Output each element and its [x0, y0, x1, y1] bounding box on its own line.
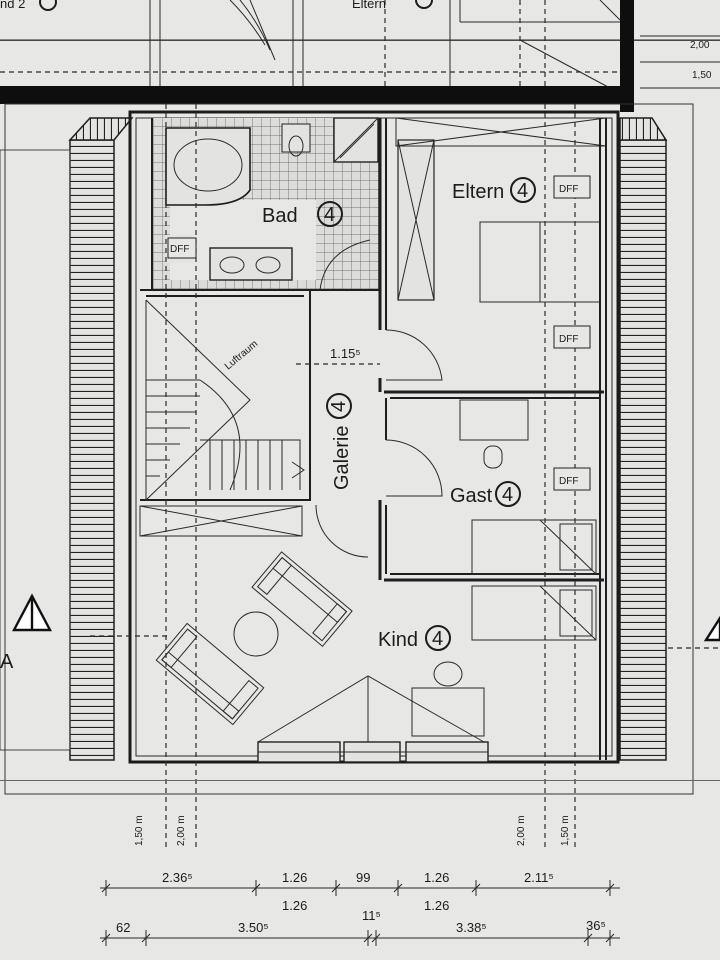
main-floor [0, 103, 720, 850]
room-number-child: 4 [432, 628, 443, 650]
roof-hatch-right [619, 139, 667, 761]
dim-row1-c: 99 [356, 870, 370, 885]
height-left-1: 1,50 m [134, 815, 145, 846]
top-left-fragment-2: Eltern [352, 0, 386, 11]
dim-row1-e: 2.11⁵ [524, 870, 554, 885]
opening-dimension: 1.15⁵ [330, 346, 361, 361]
dim-row1b-a: 1.26 [282, 898, 307, 913]
section-marker-right [703, 615, 720, 642]
window-label-3: DFF [559, 334, 578, 345]
roof-hatch-left [69, 139, 115, 761]
dimension-chain: 2.36⁵ 1.26 99 1.26 2.11⁵ 1.26 1.26 62 3.… [100, 870, 620, 946]
top-dim-1: 2,00 [690, 40, 710, 51]
room-label-parents: Eltern [452, 181, 504, 203]
roof-hatch-top-left [68, 117, 134, 141]
room-labels: Bad 4 Eltern 4 Gast 4 Kind 4 Galerie 4 L… [167, 175, 591, 651]
dim-row2-b: 3.50⁵ [238, 920, 269, 935]
room-number-bath: 4 [324, 204, 335, 226]
dim-row2-c: 11⁵ [362, 908, 381, 923]
window-label-1: DFF [559, 184, 578, 195]
dim-row1-b: 1.26 [282, 870, 307, 885]
room-number-gallery: 4 [328, 401, 350, 412]
height-right-1: 2,00 m [516, 815, 527, 846]
air-space-label: Luftraum [223, 339, 260, 373]
top-dim-2: 1,50 [692, 70, 712, 81]
height-marks: 1,50 m 2,00 m 2,00 m 1,50 m [134, 815, 571, 846]
height-left-2: 2,00 m [176, 815, 187, 846]
window-label-2: DFF [170, 244, 189, 255]
dim-row1-d: 1.26 [424, 870, 449, 885]
dim-row2-d: 3.38⁵ [456, 920, 487, 935]
dim-row2-e: 36⁵ [586, 918, 606, 933]
dim-row1-a: 2.36⁵ [162, 870, 193, 885]
section-marker-left: A [0, 593, 52, 673]
room-label-guest: Gast [450, 485, 493, 507]
room-label-bath: Bad [262, 205, 298, 227]
height-right-2: 1,50 m [560, 815, 571, 846]
dim-row2-a: 62 [116, 920, 130, 935]
section-label: A [0, 651, 14, 673]
room-label-child: Kind [378, 629, 418, 651]
room-number-parents: 4 [517, 180, 528, 202]
room-label-gallery: Galerie [331, 426, 353, 490]
upper-partial-plan: nd 2 Eltern 2,00 1,50 [0, 0, 720, 112]
window-label-4: DFF [559, 476, 578, 487]
top-left-fragment-1: nd 2 [0, 0, 25, 11]
dim-row1b-b: 1.26 [424, 898, 449, 913]
room-number-guest: 4 [502, 484, 513, 506]
